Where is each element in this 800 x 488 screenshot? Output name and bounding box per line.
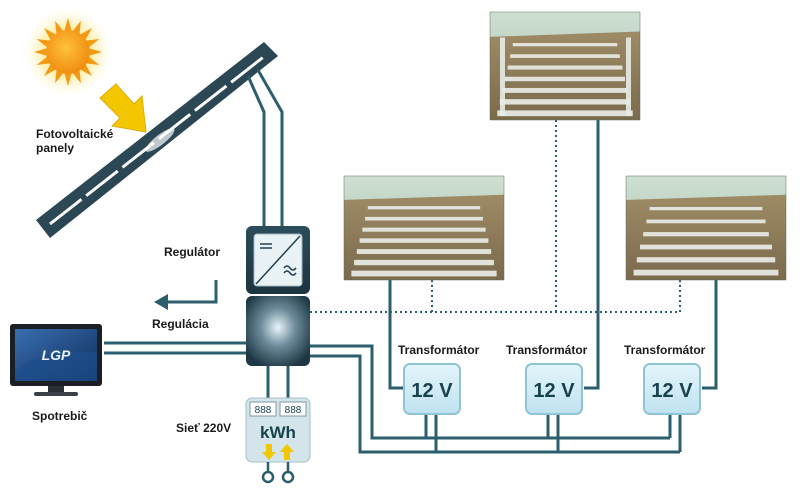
pv-label: Fotovoltaické panely <box>36 127 114 156</box>
mains-label: Sieť 220V <box>176 421 232 435</box>
transformer-2-voltage: 12 V <box>533 380 575 402</box>
transformer-2-label: Transformátor <box>506 343 588 357</box>
consumer-label: Spotrebič <box>32 409 88 423</box>
monitor-logo: LGP <box>42 347 71 363</box>
transformer-3: 12 V <box>643 363 701 415</box>
transformer-2: 12 V <box>525 363 583 415</box>
meter-cable <box>266 366 290 400</box>
regulator-label: Regulátor <box>164 245 221 259</box>
meter-unit: kWh <box>260 423 296 442</box>
kwh-meter: 888 888 kWh <box>245 397 311 463</box>
sun-icon <box>24 8 112 96</box>
pv-panel <box>36 42 278 238</box>
transformer-1-voltage: 12 V <box>411 380 453 402</box>
pv-cable <box>246 69 284 228</box>
control-lines <box>310 120 681 313</box>
pv-label-line2: panely <box>36 140 75 155</box>
mains-plug-icon <box>261 462 295 484</box>
transformer-3-voltage: 12 V <box>651 380 693 402</box>
regulation-arrow-icon <box>154 280 218 310</box>
regulator-box <box>246 296 310 366</box>
consumer-cable <box>104 341 246 355</box>
meter-display-right: 888 <box>285 405 302 416</box>
power-cables <box>310 120 718 454</box>
inverter-box <box>246 226 310 294</box>
room-photo-right <box>625 175 787 281</box>
transformer-1-label: Transformátor <box>398 343 480 357</box>
sunlight-arrow-icon <box>99 83 147 133</box>
room-photo-top <box>489 11 641 121</box>
transformer-1: 12 V <box>403 363 461 415</box>
meter-display-left: 888 <box>255 405 272 416</box>
transformer-3-label: Transformátor <box>624 343 706 357</box>
room-photo-left <box>343 175 505 281</box>
regulation-label: Regulácia <box>152 317 209 331</box>
pv-label-line1: Fotovoltaické <box>36 127 114 141</box>
monitor-icon: LGP <box>10 324 102 396</box>
